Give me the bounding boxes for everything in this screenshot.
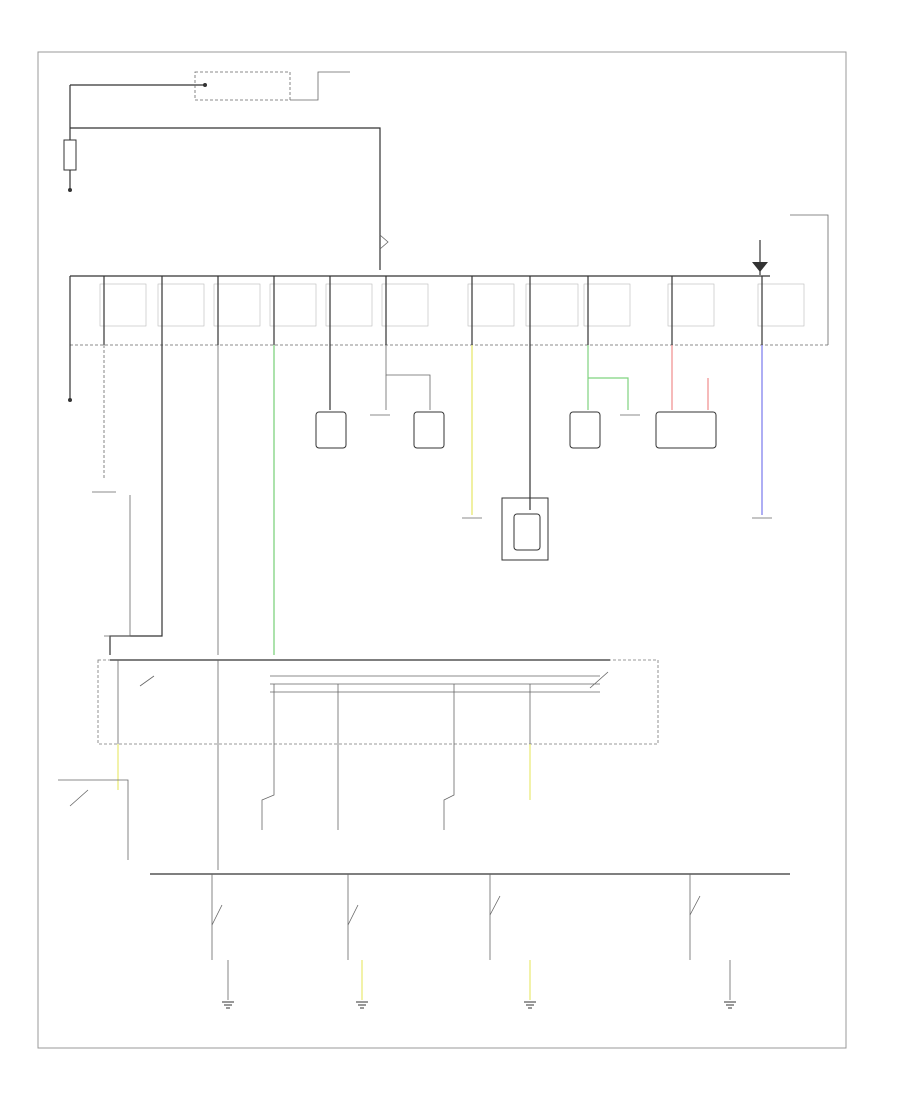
under-dash-box-frame — [97, 659, 659, 745]
component-c4 — [655, 411, 717, 449]
fuse-f5 — [325, 283, 373, 327]
fuse-f10 — [667, 283, 715, 327]
branch-wires — [68, 345, 763, 655]
fuse-f3 — [213, 283, 261, 327]
diagram-frame — [37, 51, 847, 1049]
component-c5-inner — [513, 513, 541, 551]
ground-g1 — [222, 1001, 234, 1009]
fuse-f8 — [525, 283, 579, 327]
fuse-f11 — [757, 283, 805, 327]
component-c5 — [501, 497, 549, 561]
fuse-f4 — [269, 283, 317, 327]
component-c3 — [569, 411, 601, 449]
fuse-f6 — [381, 283, 429, 327]
component-c2 — [413, 411, 445, 449]
ground-section — [150, 873, 790, 1009]
battery-symbol — [63, 139, 77, 171]
ground-g3 — [524, 1001, 536, 1009]
fuse-row — [99, 276, 805, 345]
green-wire-2 — [587, 345, 629, 410]
fuse-f7 — [467, 283, 515, 327]
ground-g2 — [356, 1001, 368, 1009]
components — [92, 411, 772, 637]
power-supply-section — [63, 71, 829, 345]
underhood-fuse-box — [69, 275, 828, 346]
fuse-f1 — [99, 283, 147, 327]
component-c1 — [315, 411, 347, 449]
ground-g4 — [724, 1001, 736, 1009]
fuse-f2 — [157, 283, 205, 327]
pink-wire — [671, 345, 709, 410]
yellow-wire-ground — [361, 960, 531, 1000]
fuse-f9 — [583, 283, 631, 327]
under-dash-fuse-box — [58, 659, 659, 870]
